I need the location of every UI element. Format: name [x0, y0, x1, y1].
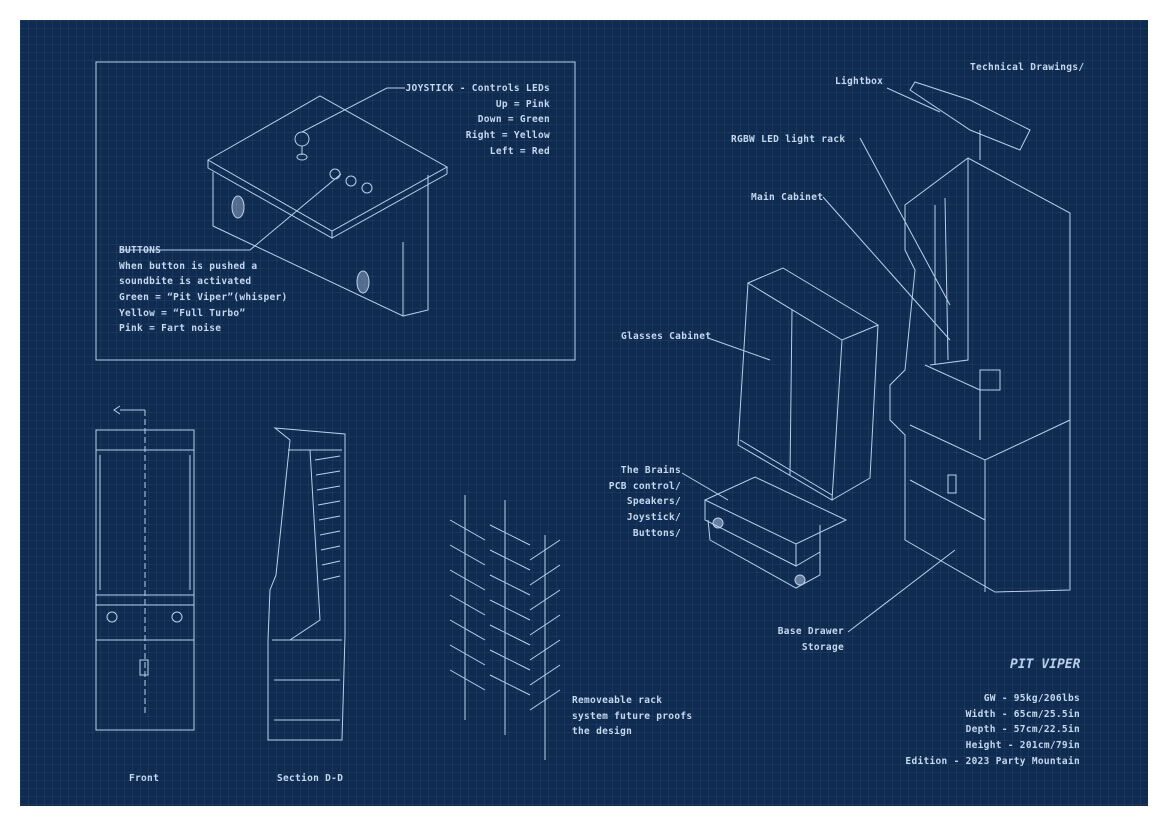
brains-line: Buttons/ [632, 527, 681, 539]
front-view-drawing [95, 405, 195, 731]
led-rack-drawing [449, 495, 561, 760]
brains-box-drawing [703, 476, 848, 589]
joystick-line: Down = Green [477, 114, 550, 126]
brains-line: Speakers/ [626, 496, 681, 508]
brains-line: PCB control/ [608, 480, 681, 492]
brains-line: The Brains [620, 465, 681, 476]
buttons-line: Green = “Pit Viper”(whisper) [119, 292, 288, 304]
rgbw-label: RGBW LED light rack [731, 134, 846, 145]
spec-line: Depth - 57cm/22.5in [965, 724, 1080, 736]
rack-caption: Removeable rack system future proofs the… [572, 693, 692, 740]
main-cabinet-label: Main Cabinet [751, 192, 824, 203]
blueprint-sheet: PIT VIPER Technical Drawings/ JOYSTICK -… [20, 20, 1148, 806]
section-title: Technical Drawings/ [970, 62, 1085, 73]
brains-label: The Brains PCB control/ Speakers/ Joysti… [609, 463, 681, 541]
joystick-title: JOYSTICK - Controls LEDs [405, 83, 550, 94]
spec-line: Height - 201cm/79in [965, 740, 1080, 752]
base-line: Storage [801, 641, 844, 653]
spec-line: GW - 95kg/206lbs [983, 693, 1080, 704]
detail-frame [95, 61, 576, 361]
joystick-line: Up = Pink [495, 98, 550, 110]
section-view-label: Section D-D [277, 773, 344, 784]
technical-drawings: PIT VIPER [95, 61, 1081, 760]
spec-line: Edition - 2023 Party Mountain [905, 755, 1080, 767]
glasses-cabinet-drawing [737, 267, 880, 501]
lightbox-label: Lightbox [835, 76, 884, 87]
base-line: Base Drawer [777, 626, 844, 637]
main-cabinet-drawing [889, 81, 1071, 593]
rack-line: Removeable rack [572, 695, 663, 706]
buttons-line: Yellow = “Full Turbo” [119, 307, 246, 319]
leader-lines [681, 87, 956, 633]
rack-line: the design [572, 726, 633, 738]
glasses-cabinet-label: Glasses Cabinet [621, 331, 712, 342]
buttons-line: soundbite is activated [119, 276, 252, 288]
brains-line: Joystick/ [626, 512, 681, 524]
specs-block: GW - 95kg/206lbs Width - 65cm/25.5in Dep… [905, 691, 1080, 769]
control-box-drawing [121, 87, 449, 317]
joystick-line: Left = Red [489, 145, 550, 157]
buttons-callout: BUTTONS When button is pushed a soundbit… [119, 243, 288, 337]
base-drawer-label: Base Drawer Storage [778, 624, 844, 655]
buttons-title: BUTTONS [119, 245, 162, 256]
section-view-drawing [267, 427, 346, 741]
joystick-callout: JOYSTICK - Controls LEDs Up = Pink Down … [406, 81, 550, 159]
buttons-line: Pink = Fart noise [119, 323, 222, 335]
pit-viper-logo: PIT VIPER [1010, 657, 1081, 672]
front-view-label: Front [129, 773, 160, 784]
joystick-line: Right = Yellow [465, 130, 550, 142]
rack-line: system future proofs [572, 710, 693, 722]
buttons-line: When button is pushed a [119, 260, 258, 272]
spec-line: Width - 65cm/25.5in [965, 708, 1080, 720]
